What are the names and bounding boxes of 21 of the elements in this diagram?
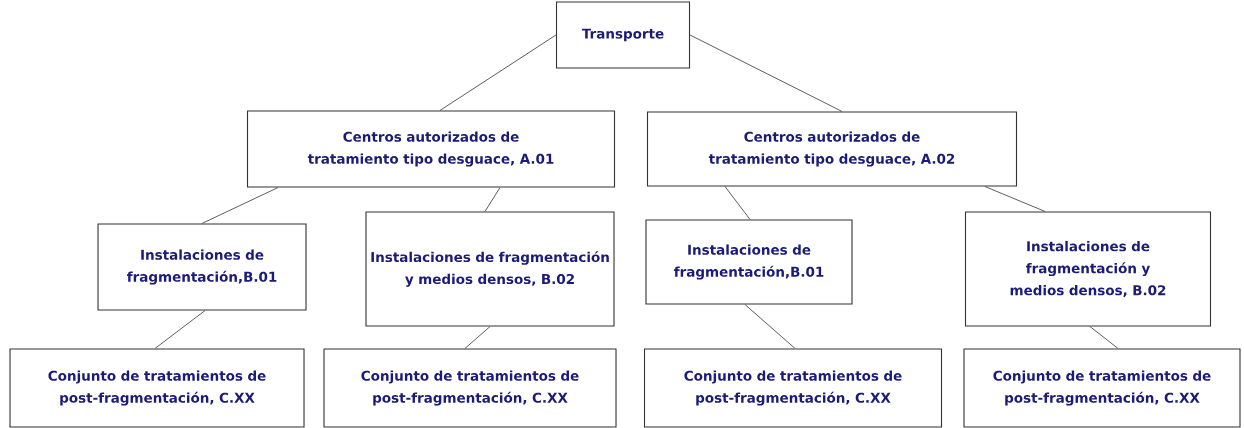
tree-box: Centros autorizados de tratamiento tipo desguace, A.01 xyxy=(246,110,616,188)
tree-box: Conjunto de tratamientos de post-fragmentación, C.XX xyxy=(643,348,943,428)
tree-box: Centros autorizados de tratamiento tipo desguace, A.02 xyxy=(646,111,1018,187)
connector-line xyxy=(484,187,501,212)
connector-line xyxy=(744,304,796,349)
connector-line xyxy=(689,34,843,112)
tree-box: Instalaciones de fragmentación y medios densos, B.02 xyxy=(964,211,1212,327)
connector-line xyxy=(201,187,279,224)
tree-box: Conjunto de tratamientos de post-fragmentación, C.XX xyxy=(9,348,305,428)
connector-line xyxy=(724,186,751,220)
tree-box: Conjunto de tratamientos de post-fragmentación, C.XX xyxy=(963,348,1241,428)
connector-line xyxy=(154,310,206,349)
tree-box: Transporte xyxy=(555,1,691,69)
connector-line xyxy=(984,186,1046,212)
tree-box: Conjunto de tratamientos de post-fragmentación, C.XX xyxy=(323,348,617,428)
tree-box: Instalaciones de fragmentación,B.01 xyxy=(645,219,853,305)
tree-box: Instalaciones de fragmentación y medios densos, B.02 xyxy=(365,211,615,327)
tree-box: Instalaciones de fragmentación,B.01 xyxy=(97,223,307,311)
connector-line xyxy=(464,326,491,349)
connector-line xyxy=(1089,326,1119,349)
connector-line xyxy=(439,34,557,111)
